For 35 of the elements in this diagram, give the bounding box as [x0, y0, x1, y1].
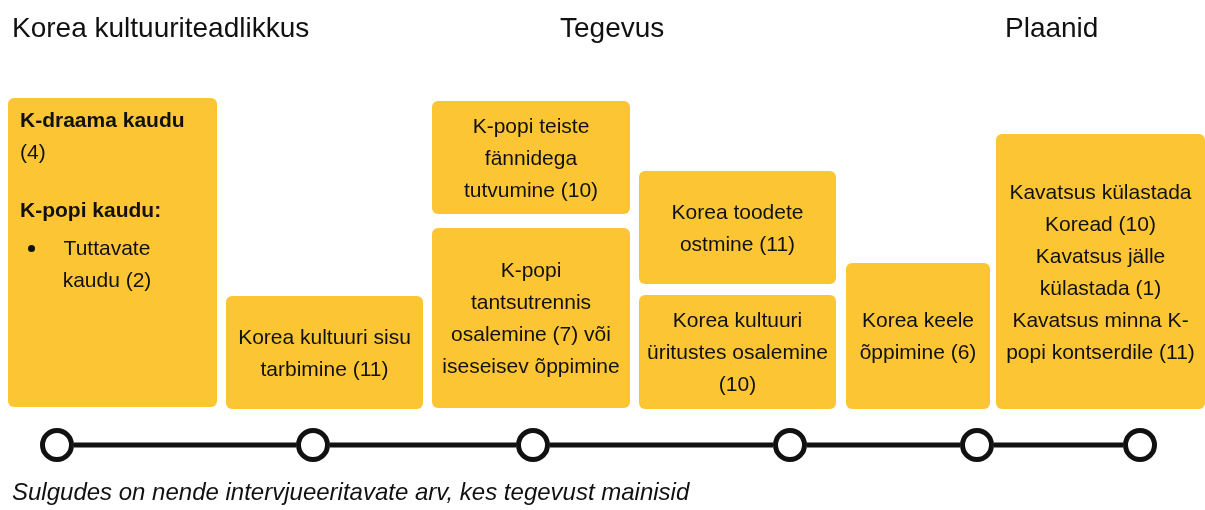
text-card	[432, 101, 630, 214]
card-text: Korea kultuuri üritustes osalemine (10)	[647, 308, 828, 395]
text-card	[639, 295, 836, 409]
timeline-line	[807, 442, 960, 448]
card-text: Kavatsus jälle külastada (1)	[1035, 243, 1166, 299]
card-text: Korea keele õppimine (6)	[859, 308, 977, 363]
text-card	[226, 296, 423, 409]
timeline-point	[1123, 428, 1157, 462]
timeline-point	[296, 428, 330, 462]
text-card	[996, 134, 1205, 409]
card-text: K-popi tantsutrennis osalemine (7) või iseseisev õppimine	[442, 258, 620, 377]
card-text: K-popi kaudu:	[20, 198, 162, 221]
timeline-point	[516, 428, 550, 462]
card-text: Tuttavate kaudu (2)	[61, 235, 153, 293]
text-card	[8, 98, 217, 407]
card-text: Korea kultuuri sisu tarbimine (11)	[238, 324, 411, 380]
timeline-line	[74, 442, 296, 448]
column-heading: Korea kultuuriteadlikkus	[12, 12, 310, 44]
caption-note: Sulgudes on nende intervjueeritavate arv, kes tegevust mainisid	[12, 478, 690, 506]
timeline-line	[550, 442, 773, 448]
timeline-point	[960, 428, 994, 462]
column-heading: Plaanid	[1005, 12, 1099, 44]
timeline-point	[773, 428, 807, 462]
timeline-point	[40, 428, 74, 462]
text-card	[846, 263, 990, 409]
card-text: Kavatsus minna K-popi kontserdile (11)	[1006, 307, 1195, 363]
card-text: Korea toodete ostmine (11)	[671, 199, 804, 255]
timeline-line	[330, 442, 516, 448]
column-heading: Tegevus	[560, 12, 665, 44]
timeline-line	[994, 442, 1123, 448]
card-text: K-popi teiste fännidega tutvumine (10)	[463, 113, 599, 201]
text-card	[639, 171, 836, 284]
card-text: Kavatsus külastada Koread (10)	[1009, 179, 1192, 235]
text-card	[432, 228, 630, 408]
card-text: K-draama kaudu (4)	[20, 108, 185, 163]
